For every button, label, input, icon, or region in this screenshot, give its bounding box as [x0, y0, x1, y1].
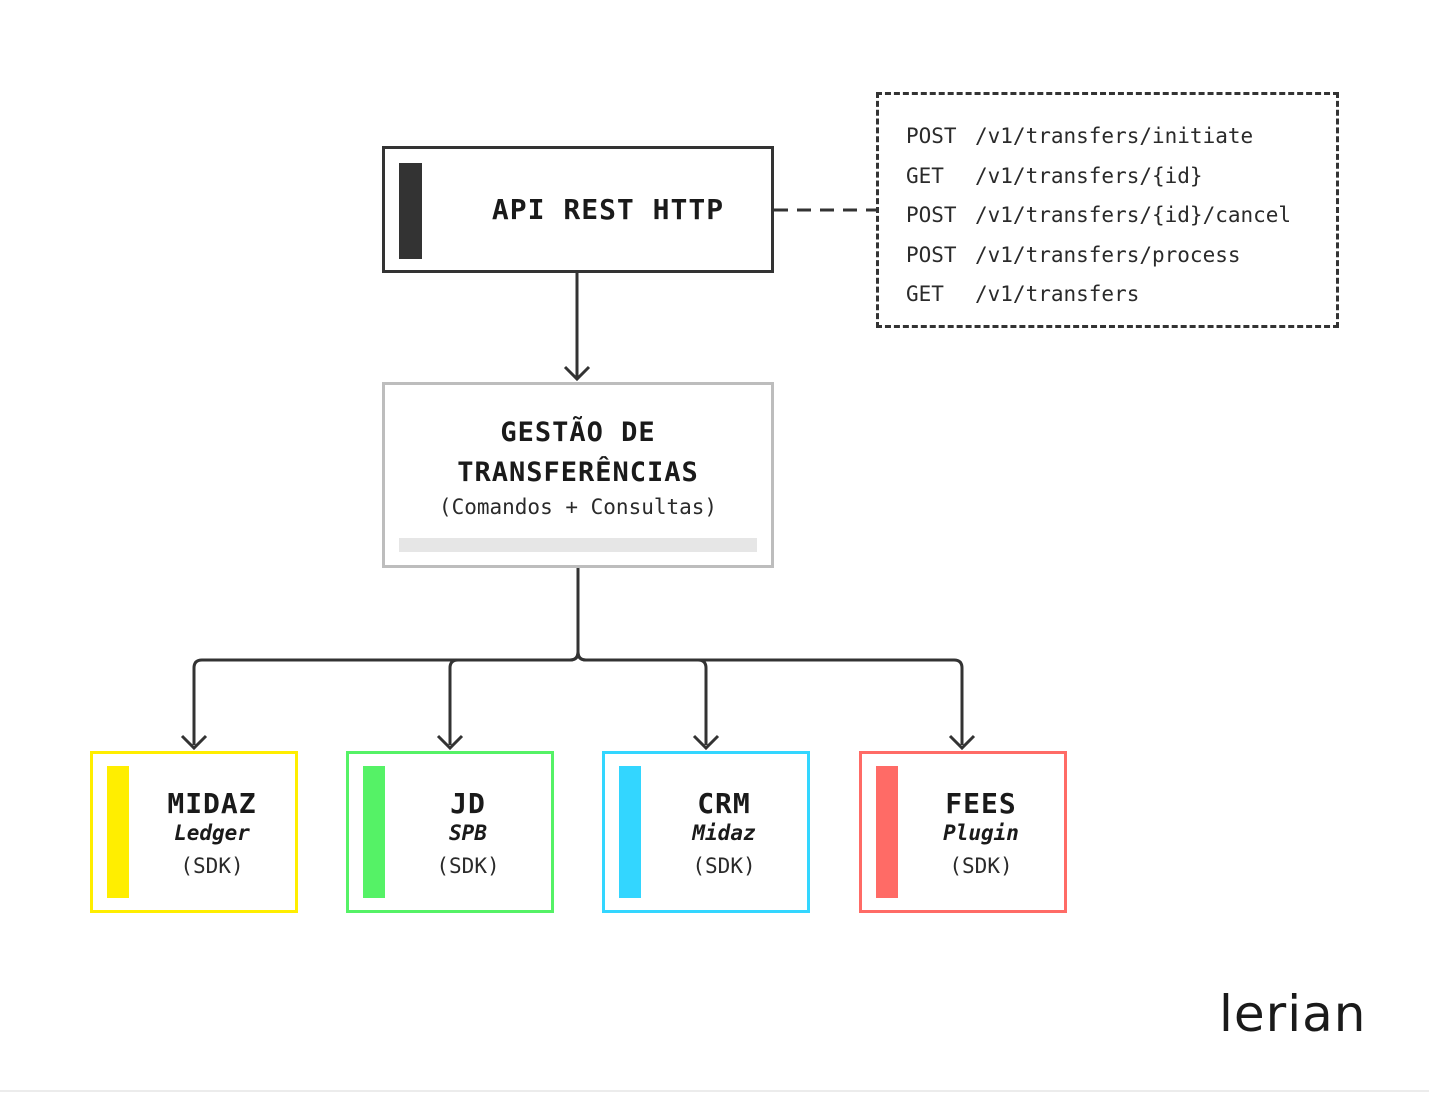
endpoint-row: GET /v1/transfers: [906, 275, 1336, 315]
endpoint-method: GET: [906, 163, 944, 188]
endpoint-path: /v1/transfers/{id}/cancel: [975, 203, 1292, 227]
arrow-head-fees: [948, 734, 976, 751]
endpoint-method: GET: [906, 282, 944, 306]
service-name: MIDAZ: [167, 787, 257, 820]
service-kind: Ledger: [174, 821, 250, 845]
lerian-logo: lerian: [1219, 985, 1367, 1043]
arrow-head-jd: [436, 734, 464, 751]
service-name: FEES: [945, 787, 1017, 820]
endpoint-row: POST /v1/transfers/process: [906, 236, 1336, 276]
endpoint-row: GET /v1/transfers/{id}: [906, 157, 1336, 197]
service-name: JD: [450, 787, 486, 820]
arrow-head-midaz: [180, 734, 208, 751]
service-node-midaz: MIDAZ Ledger (SDK): [90, 751, 298, 913]
branch-line-fees: [576, 651, 964, 745]
service-accent-bar: [363, 766, 385, 898]
service-node-fees: FEES Plugin (SDK): [859, 751, 1067, 913]
gestao-title-line1: GESTÃO DE: [500, 417, 656, 448]
endpoint-row: POST /v1/transfers/{id}/cancel: [906, 196, 1336, 236]
service-node-crm: CRM Midaz (SDK): [602, 751, 810, 913]
api-rest-node: API REST HTTP: [382, 146, 774, 273]
api-accent-bar: [399, 163, 422, 259]
service-accent-bar: [107, 766, 129, 898]
endpoint-path: /v1/transfers/{id}: [975, 163, 1203, 188]
service-sdk-label: (SDK): [949, 854, 1013, 878]
bottom-divider: [0, 1090, 1429, 1092]
service-kind: Midaz: [692, 821, 756, 845]
endpoint-path: /v1/transfers/process: [975, 242, 1241, 267]
endpoint-method: POST: [906, 203, 957, 227]
gestao-accent-bar: [399, 538, 757, 552]
gestao-trunk-line: [192, 568, 580, 745]
endpoint-method: POST: [906, 242, 957, 267]
service-sdk-label: (SDK): [180, 854, 244, 878]
service-sdk-label: (SDK): [692, 854, 756, 878]
service-kind: SPB: [449, 821, 487, 845]
api-title: API REST HTTP: [491, 193, 725, 226]
arrow-head-crm: [692, 734, 720, 751]
service-accent-bar: [619, 766, 641, 898]
api-to-gestao-arrow-head: [563, 365, 591, 382]
endpoint-method: POST: [906, 124, 957, 148]
service-sdk-label: (SDK): [436, 854, 500, 878]
gestao-subtitle: (Comandos + Consultas): [438, 495, 718, 519]
gestao-title: GESTÃO DE TRANSFERÊNCIAS: [385, 413, 771, 493]
service-kind: Plugin: [943, 821, 1019, 845]
gestao-node: GESTÃO DE TRANSFERÊNCIAS (Comandos + Con…: [382, 382, 774, 568]
branch-line-crm: [576, 651, 708, 745]
endpoint-row: POST /v1/transfers/initiate: [906, 117, 1336, 157]
endpoint-path: /v1/transfers/initiate: [975, 124, 1254, 148]
endpoints-list: POST /v1/transfers/initiate GET /v1/tran…: [876, 92, 1339, 328]
endpoint-path: /v1/transfers: [975, 282, 1140, 306]
gestao-title-line2: TRANSFERÊNCIAS: [457, 457, 699, 488]
service-node-jd: JD SPB (SDK): [346, 751, 554, 913]
service-name: CRM: [697, 787, 751, 820]
branch-line-jd: [448, 651, 580, 745]
service-accent-bar: [876, 766, 898, 898]
